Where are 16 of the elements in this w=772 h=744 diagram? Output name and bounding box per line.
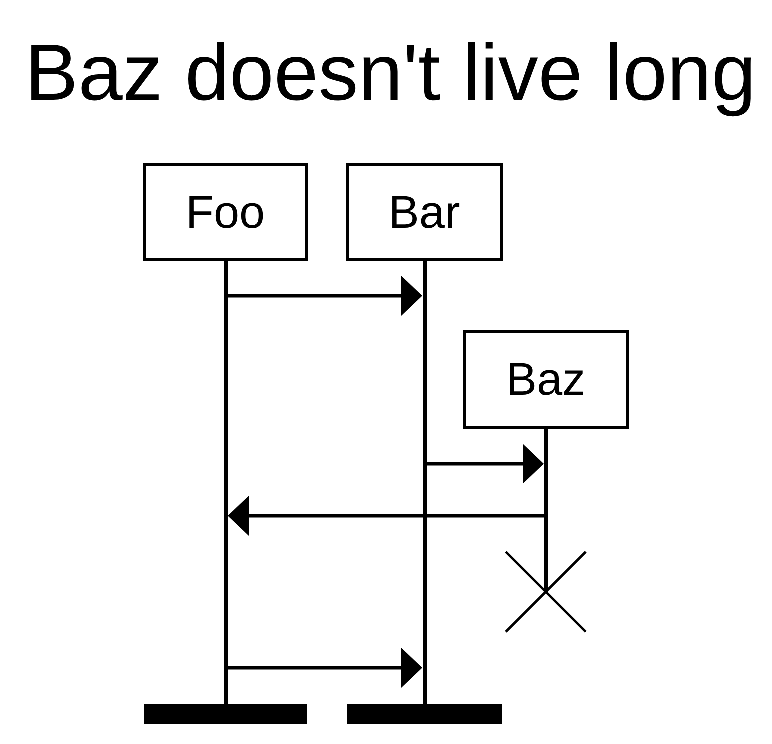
participant-name: Foo [186, 186, 266, 238]
message-arrow [426, 444, 544, 484]
message-arrow [228, 496, 544, 536]
participant-box [346, 163, 503, 261]
lifeline [544, 429, 548, 592]
message-arrow [228, 276, 422, 316]
participant-name: Baz [506, 353, 586, 406]
participant-box [143, 163, 308, 261]
diagram-title: Baz doesn't live long [25, 27, 756, 119]
message-arrow [228, 648, 422, 688]
lifeline [422, 261, 426, 704]
lifeline-end-bar [144, 704, 307, 724]
lifeline-end-bar [347, 704, 502, 724]
participant-name: Bar [388, 186, 460, 238]
participant-box [463, 330, 629, 429]
lifeline [224, 261, 228, 704]
